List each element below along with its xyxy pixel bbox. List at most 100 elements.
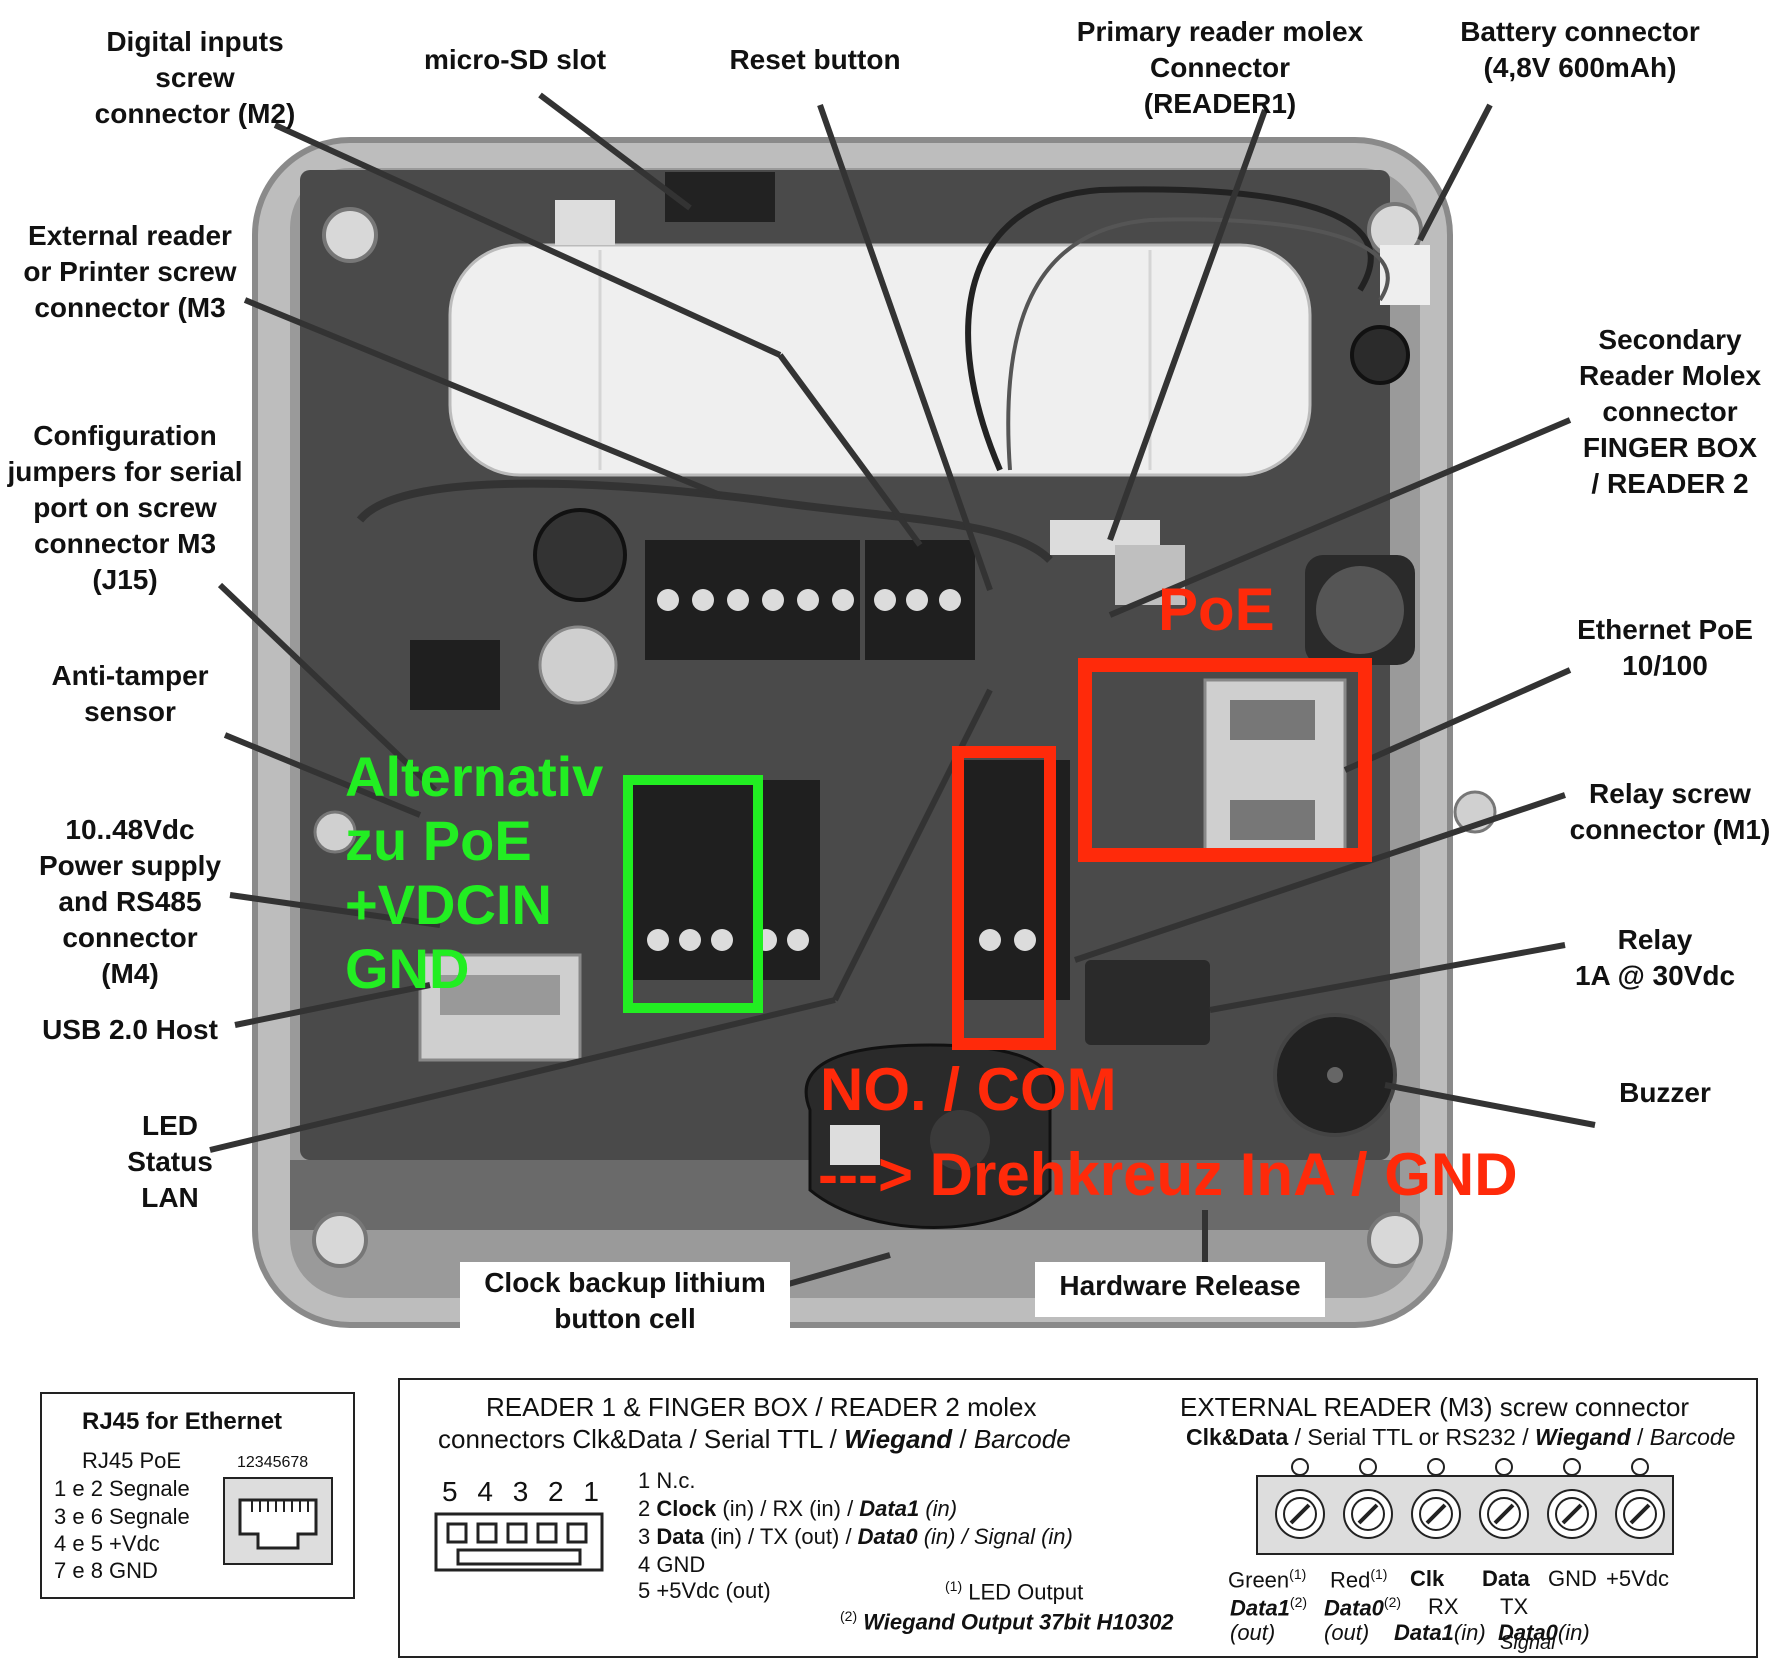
molex-title-barcode: Barcode bbox=[973, 1424, 1071, 1454]
controller-board-photo bbox=[209, 92, 1596, 1337]
hw-release-label-bg bbox=[1035, 1262, 1325, 1317]
molex-pin-4: 4 GND bbox=[638, 1552, 706, 1577]
molex-note2-text: Wiegand Output 37bit H10302 bbox=[857, 1609, 1174, 1635]
overlay-alt-line1: Alternativ bbox=[345, 745, 604, 808]
molex-pin-1: 1 N.c. bbox=[638, 1468, 696, 1493]
external-col-data: Data bbox=[1482, 1566, 1530, 1591]
label-ethernet-poe: Ethernet PoE 10/100 bbox=[1577, 614, 1753, 681]
molex-note-1: (1) LED Output bbox=[945, 1578, 1083, 1605]
external-green-sup: (1) bbox=[1289, 1566, 1307, 1582]
external-data1-text: Data1 bbox=[1230, 1595, 1290, 1621]
label-reset-button: Reset button bbox=[729, 44, 901, 75]
label-primary-reader: Primary reader molex Connector (READER1) bbox=[1076, 16, 1364, 119]
relay-component bbox=[1085, 960, 1210, 1045]
external-data0-out: Data0(2) bbox=[1324, 1594, 1401, 1621]
overlay-alt-line2: zu PoE bbox=[345, 809, 532, 872]
molex-pin-numbers: 5 4 3 2 1 bbox=[442, 1476, 605, 1507]
overlay-alternativ: Alternativ zu PoE +VDCIN GND bbox=[345, 745, 603, 1001]
clock-cell-label-bg bbox=[460, 1262, 790, 1337]
external-title-1: EXTERNAL READER (M3) screw connector bbox=[1180, 1392, 1690, 1422]
microsd-slot-shape bbox=[665, 172, 775, 222]
molex-pin-5: 5 +5Vdc (out) bbox=[638, 1578, 771, 1603]
rj45-header: RJ45 PoE bbox=[82, 1448, 182, 1473]
external-data0-out-label: (out) bbox=[1324, 1620, 1370, 1645]
connector-pinout-panel: READER 1 & FINGER BOX / READER 2 molex c… bbox=[398, 1378, 1758, 1658]
rj45-row-1: 1 e 2 Segnale bbox=[54, 1476, 190, 1501]
external-col-5v: +5Vdc bbox=[1606, 1566, 1669, 1591]
screw-mid-left bbox=[313, 810, 357, 854]
molex-pin3-signal: (in) / Signal (in) bbox=[917, 1524, 1073, 1549]
external-signal: Signal bbox=[1500, 1632, 1556, 1654]
leader-lines bbox=[209, 92, 1596, 1288]
screw-bottom-left bbox=[312, 1212, 368, 1268]
external-data1-in-a: Data1 bbox=[1394, 1620, 1454, 1645]
molex-title-sep: / bbox=[952, 1424, 974, 1454]
capacitor bbox=[538, 625, 618, 705]
external-data1-sup: (2) bbox=[1289, 1594, 1308, 1610]
terminal-block-m3 bbox=[645, 540, 860, 660]
screw-top-left bbox=[322, 207, 378, 263]
label-led-status: LED Status LAN bbox=[127, 1110, 213, 1213]
molex-pin2-in: (in) bbox=[919, 1496, 958, 1521]
external-col-clk: Clk bbox=[1410, 1566, 1445, 1591]
label-secondary-reader: Secondary Reader Molex connector FINGER … bbox=[1578, 324, 1762, 499]
poe-highlight-box bbox=[1078, 658, 1372, 862]
external-col-gnd: GND bbox=[1548, 1566, 1597, 1591]
external-data1-in: Data1(in) bbox=[1394, 1620, 1486, 1646]
molex-note-2: (2) Wiegand Output 37bit H10302 bbox=[840, 1608, 1174, 1635]
external-data1-in-b: (in) bbox=[1453, 1620, 1486, 1645]
external-title-wiegand: Wiegand bbox=[1534, 1424, 1631, 1450]
molex-connector-icon bbox=[434, 1512, 604, 1572]
external-col-red: Red(1) bbox=[1330, 1566, 1387, 1593]
external-data1-out: Data1(2) bbox=[1230, 1594, 1307, 1621]
label-relay: Relay 1A @ 30Vdc bbox=[1574, 924, 1736, 991]
external-data0-in: Data0(in) bbox=[1498, 1620, 1590, 1646]
label-clock-cell: Clock backup lithium button cell bbox=[484, 1267, 766, 1334]
overlay-alt-line3: +VDCIN bbox=[345, 873, 552, 936]
inductor-left bbox=[533, 508, 627, 602]
external-title-2: Clk&Data / Serial TTL or RS232 / Wiegand… bbox=[1186, 1424, 1735, 1451]
external-data0-text: Data0 bbox=[1324, 1595, 1384, 1621]
external-data1-out-label: (out) bbox=[1230, 1620, 1276, 1645]
molex-pin3-data: Data bbox=[656, 1524, 705, 1549]
label-external-reader: External reader or Printer screw connect… bbox=[23, 220, 237, 323]
rj45-row-2: 3 e 6 Segnale bbox=[54, 1504, 190, 1529]
overlay-relay-line2: ---> Drehkreuz InA / GND bbox=[818, 1141, 1518, 1208]
overlay-relay-line1: NO. / COM bbox=[820, 1056, 1117, 1123]
molex-note1-text: LED Output bbox=[962, 1579, 1084, 1605]
rj45-row-3: 4 e 5 +Vdc bbox=[54, 1531, 160, 1556]
relay-highlight-box bbox=[952, 746, 1056, 1050]
label-battery-connector: Battery connector (4,8V 600mAh) bbox=[1460, 16, 1700, 83]
label-relay-screw: Relay screw connector (M1) bbox=[1569, 778, 1771, 845]
label-usb-host: USB 2.0 Host bbox=[42, 1014, 218, 1045]
label-microsd-slot: micro-SD slot bbox=[423, 44, 607, 75]
molex-pin2-num: 2 bbox=[638, 1496, 657, 1521]
label-buzzer: Buzzer bbox=[1619, 1077, 1711, 1108]
external-rx: RX bbox=[1428, 1594, 1459, 1619]
external-title-clkdata: Clk&Data bbox=[1186, 1424, 1289, 1450]
external-green-text: Green bbox=[1228, 1567, 1290, 1593]
molex-title-serial: / Serial TTL / bbox=[682, 1424, 845, 1454]
molex-pin3-num: 3 bbox=[638, 1524, 657, 1549]
label-anti-tamper: Anti-tamper sensor bbox=[51, 660, 209, 727]
rj45-panel: RJ45 for Ethernet RJ45 PoE 12345678 1 e … bbox=[40, 1392, 355, 1599]
molex-pin2-data1: Data1 bbox=[859, 1496, 920, 1521]
molex-pin2-rx: (in) / RX (in) / bbox=[716, 1496, 860, 1521]
external-title-sep: / bbox=[1630, 1424, 1650, 1450]
molex-pin2-clock: Clock bbox=[656, 1496, 717, 1521]
molex-pin3-data0: Data0 bbox=[857, 1524, 918, 1549]
external-tx: TX bbox=[1500, 1594, 1529, 1619]
rj45-row-4: 7 e 8 GND bbox=[54, 1558, 158, 1583]
coin-cell-holder bbox=[804, 1043, 1056, 1229]
external-red-text: Red bbox=[1330, 1567, 1371, 1593]
screw-terminal-icon bbox=[1256, 1458, 1674, 1555]
external-data0-in-b: (in) bbox=[1557, 1620, 1590, 1645]
molex-pin-2: 2 Clock (in) / RX (in) / Data1 (in) bbox=[638, 1496, 957, 1522]
rj45-title: RJ45 for Ethernet bbox=[82, 1408, 283, 1435]
overlay-alt-line4: GND bbox=[345, 937, 470, 1000]
molex-pin3-tx: (in) / TX (out) / bbox=[704, 1524, 858, 1549]
molex-note1-sup: (1) bbox=[945, 1578, 963, 1594]
external-title-barcode: Barcode bbox=[1649, 1424, 1736, 1450]
power-highlight-box bbox=[623, 775, 763, 1013]
overlay-poe: PoE bbox=[1158, 576, 1275, 643]
